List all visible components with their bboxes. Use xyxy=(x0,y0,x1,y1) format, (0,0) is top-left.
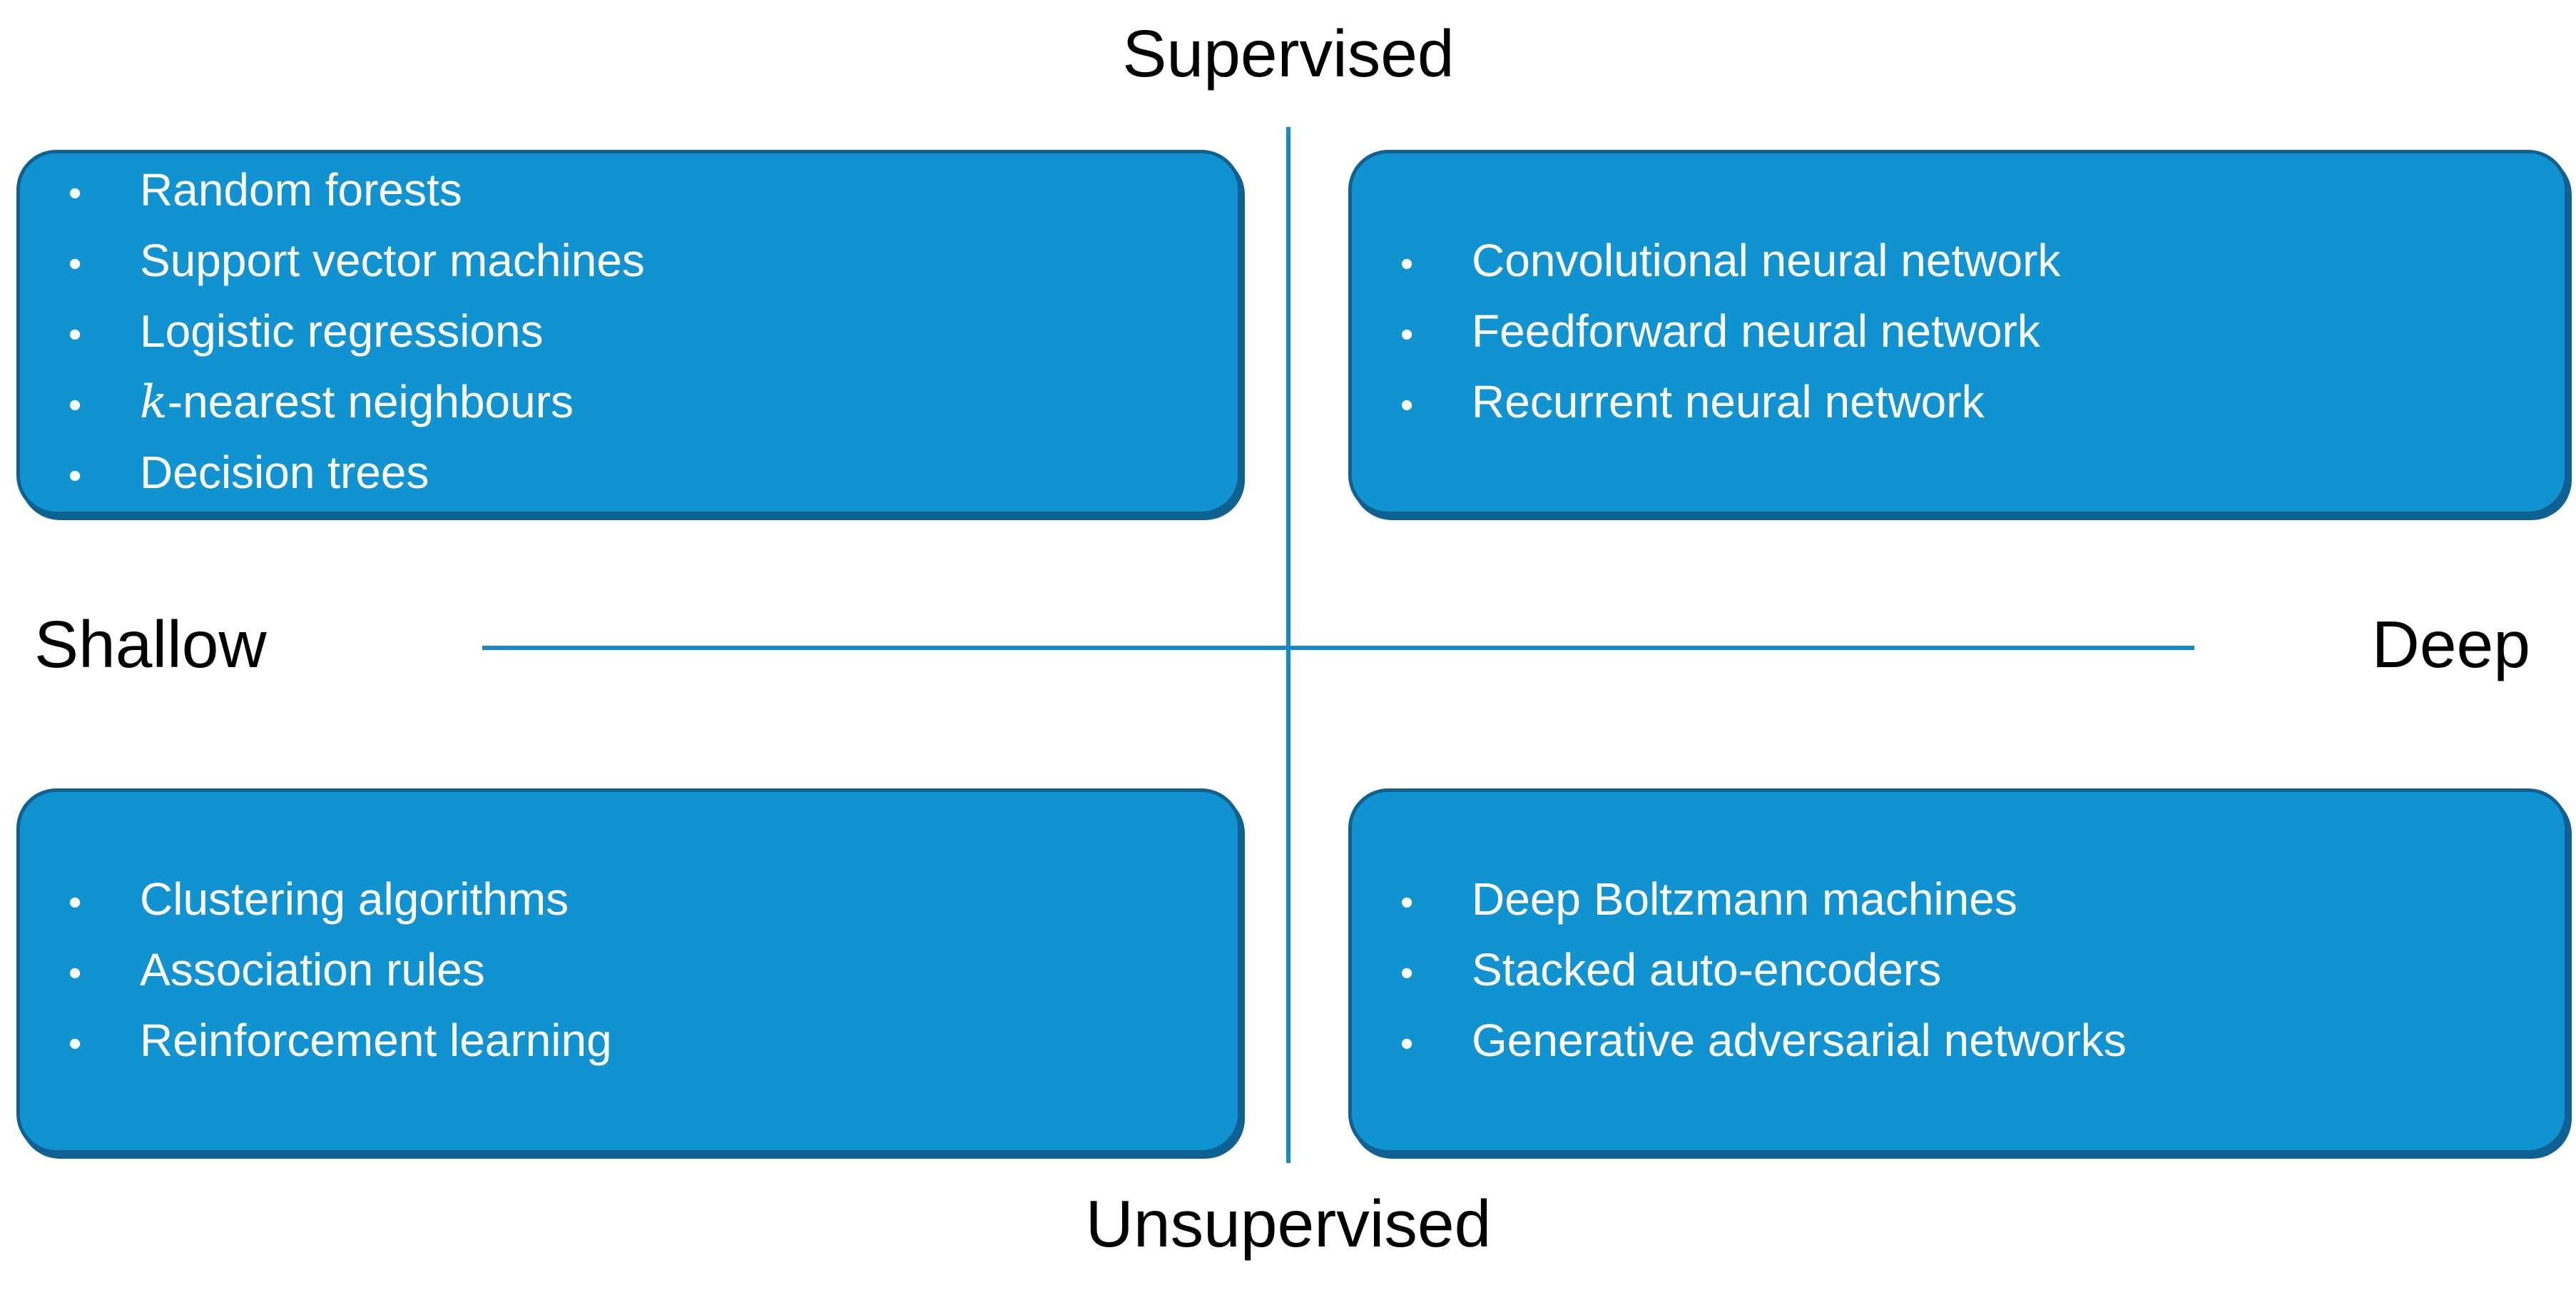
list-item-label: Generative adversarial networks xyxy=(1472,1014,2127,1066)
quadrant-item-list: • Deep Boltzmann machines • Stacked auto-en… xyxy=(1352,865,2148,1077)
bullet-icon: • xyxy=(1400,881,1414,923)
list-item-label: Association rules xyxy=(140,943,485,995)
axis-label-deep: Deep xyxy=(2371,607,2530,681)
bullet-icon: • xyxy=(68,455,82,497)
list-item-label: Clustering algorithms xyxy=(140,873,569,925)
list-item: • Stacked auto-encoders xyxy=(1400,936,2127,1007)
list-item-label: Reinforcement learning xyxy=(140,1014,612,1066)
list-item-label: Stacked auto-encoders xyxy=(1472,943,1942,995)
list-item: • Support vector machines xyxy=(68,227,645,298)
vertical-axis-line xyxy=(1286,127,1290,1163)
list-item-label: Recurrent neural network xyxy=(1472,375,1985,427)
quadrant-item-list: • Clustering algorithms • Association rules… xyxy=(20,865,633,1077)
bullet-icon: • xyxy=(68,384,82,426)
quadrant-item-list: •Random forests•Support vector machines•… xyxy=(20,156,666,509)
list-item-label: Logistic regressions xyxy=(140,305,544,357)
list-item: • Deep Boltzmann machines xyxy=(1400,865,2127,936)
quadrant-supervised-shallow: •Random forests•Support vector machines•… xyxy=(16,150,1241,515)
list-item-label: Convolutional neural network xyxy=(1472,234,2061,286)
list-item: • Convolutional neural network xyxy=(1400,227,2060,298)
bullet-icon: • xyxy=(1400,313,1414,355)
list-item: • Association rules xyxy=(68,936,612,1007)
list-item-label: Random forests xyxy=(140,163,462,215)
list-item: • Generative adversarial networks xyxy=(1400,1007,2127,1077)
list-item: • Feedforward neural network xyxy=(1400,298,2060,368)
bullet-icon: • xyxy=(68,1022,82,1065)
bullet-icon: • xyxy=(68,952,82,994)
bullet-icon: • xyxy=(1400,952,1414,994)
list-item-label: Deep Boltzmann machines xyxy=(1472,873,2017,925)
bullet-icon: • xyxy=(1400,243,1414,285)
bullet-icon: • xyxy=(68,172,82,214)
list-item: • Clustering algorithms xyxy=(68,865,612,936)
bullet-icon: • xyxy=(1400,384,1414,426)
axis-label-unsupervised: Unsupervised xyxy=(1085,1187,1492,1261)
bullet-icon: • xyxy=(1400,1022,1414,1065)
math-italic-k: k xyxy=(140,375,168,429)
list-item: • Reinforcement learning xyxy=(68,1007,612,1077)
list-item-label: Feedforward neural network xyxy=(1472,305,2040,357)
bullet-icon: • xyxy=(68,313,82,355)
list-item: • Logistic regressions xyxy=(68,298,645,368)
bullet-icon: • xyxy=(68,881,82,923)
list-item: • k-nearest neighbours xyxy=(68,368,645,439)
quadrant-unsupervised-deep: • Deep Boltzmann machines • Stacked auto-en… xyxy=(1348,788,2568,1154)
quadrant-unsupervised-shallow: • Clustering algorithms • Association rules… xyxy=(16,788,1241,1154)
quadrant-item-list: • Convolutional neural network • Feedforwar… xyxy=(1352,227,2082,439)
bullet-icon: • xyxy=(68,243,82,285)
axis-label-supervised: Supervised xyxy=(1122,16,1455,91)
quadrant-supervised-deep: • Convolutional neural network • Feedforwar… xyxy=(1348,150,2568,515)
list-item: • Recurrent neural network xyxy=(1400,368,2060,439)
list-item-label: Decision trees xyxy=(140,446,429,498)
list-item: • Random forests xyxy=(68,156,645,227)
list-item-label: k-nearest neighbours xyxy=(140,375,574,429)
axis-label-shallow: Shallow xyxy=(34,607,267,681)
horizontal-axis-line xyxy=(482,646,2194,650)
list-item: • Decision trees xyxy=(68,439,645,509)
list-item-label: Support vector machines xyxy=(140,234,645,286)
